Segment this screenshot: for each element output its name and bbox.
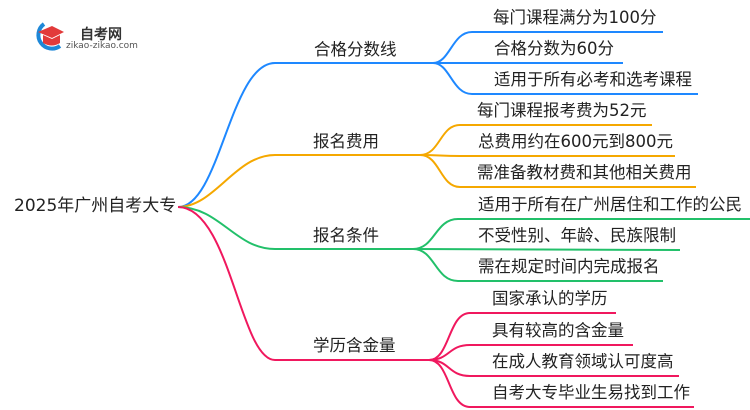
root-node: 2025年广州自考大专: [14, 196, 177, 216]
logo-url: zikao-zikao.com: [66, 41, 138, 51]
graduation-cap-icon: [36, 22, 64, 51]
leaf-node: 需准备教材费和其他相关费用: [477, 163, 692, 182]
connector-branch-1: [177, 62, 433, 208]
logo-title: 自考网: [80, 27, 122, 43]
leaf-node: 在成人教育领域认可度高: [492, 352, 674, 371]
leaf-node: 适用于所有在广州居住和工作的公民: [478, 195, 742, 214]
leaf-node: 每门课程满分为100分: [493, 8, 657, 27]
leaf-node: 不受性别、年龄、民族限制: [478, 226, 676, 245]
leaf-node: 国家承认的学历: [492, 289, 608, 308]
leaf-node: 具有较高的含金量: [492, 321, 624, 340]
branch-node: 报名条件: [313, 226, 379, 245]
connector-branch-4: [177, 206, 429, 361]
leaf-node: 每门课程报考费为52元: [477, 101, 647, 120]
branch-node: 报名费用: [313, 132, 379, 151]
branch-node: 合格分数线: [314, 40, 397, 59]
connector-branch-3: [177, 206, 413, 250]
leaf-node: 需在规定时间内完成报名: [478, 257, 660, 276]
branch-node: 学历含金量: [313, 336, 396, 355]
leaf-node: 合格分数为60分: [494, 39, 614, 58]
leaf-node: 自考大专毕业生易找到工作: [492, 383, 690, 402]
leaf-node: 总费用约在600元到800元: [478, 132, 673, 151]
leaf-node: 适用于所有必考和选考课程: [494, 70, 692, 89]
connector-branch-2: [177, 154, 420, 208]
